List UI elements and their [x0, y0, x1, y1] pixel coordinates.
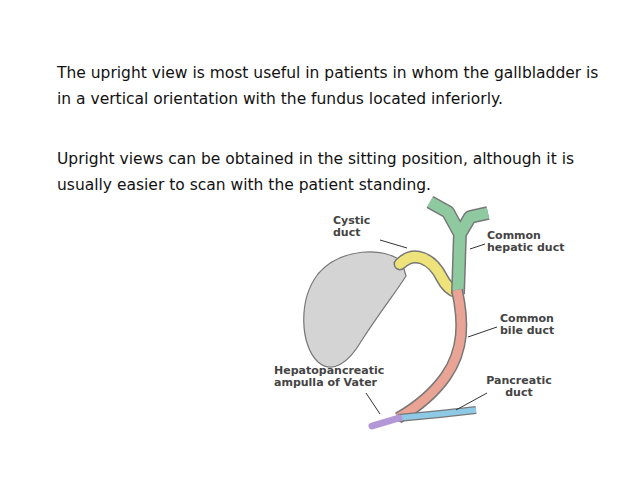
hepatic-duct — [430, 202, 488, 294]
pancreatic-duct-outline — [398, 410, 476, 418]
part-label: Cystic duct — [333, 215, 383, 239]
hepatic-duct-outline — [430, 202, 488, 294]
part-label: Pancreatic duct — [483, 375, 555, 399]
bile-duct — [398, 290, 461, 418]
leader-line — [456, 393, 487, 410]
leader-line — [468, 327, 497, 337]
leader-line — [366, 393, 380, 414]
body-paragraph: The upright view is most useful in patie… — [57, 60, 605, 112]
leader-line — [470, 244, 485, 249]
gallbladder — [304, 252, 406, 367]
cystic-duct-outline — [400, 257, 457, 292]
part-label: Common hepatic duct — [487, 230, 573, 254]
leader-line — [380, 240, 407, 248]
ampulla — [372, 418, 399, 426]
pancreatic-duct — [398, 410, 476, 418]
body-paragraph: Upright views can be obtained in the sit… — [57, 146, 605, 198]
part-label: Hepatopancreatic ampulla of Vater — [274, 365, 388, 389]
bile-duct-outline — [398, 290, 461, 418]
cystic-duct — [400, 257, 457, 292]
part-label: Common bile duct — [500, 313, 566, 337]
